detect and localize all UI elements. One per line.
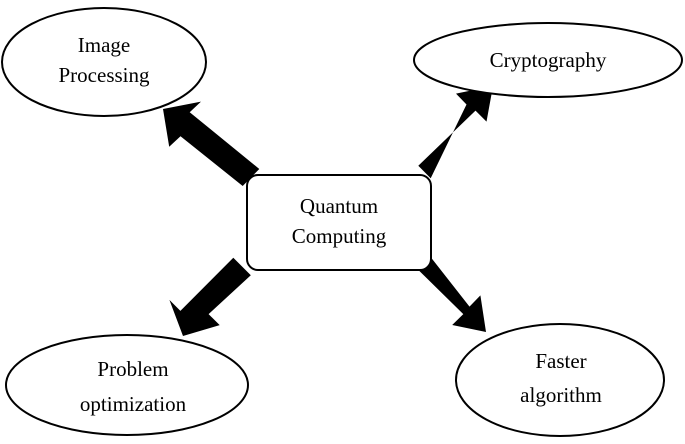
image-processing-label-line-1: Image [78, 33, 130, 57]
faster-algorithm-label-line-2: algorithm [520, 383, 602, 407]
problem-optimization-label-line-1: Problem [97, 357, 168, 381]
cryptography-label: Cryptography [490, 48, 607, 72]
node-cryptography: Cryptography [413, 22, 683, 98]
problem-optimization-label-line-2: optimization [80, 392, 187, 416]
center-label-line-2: Computing [292, 224, 387, 248]
faster-algorithm-label-line-1: Faster [535, 349, 586, 373]
node-image-processing: Image Processing [1, 7, 207, 117]
center-label-line-1: Quantum [300, 194, 378, 218]
arrows [163, 86, 493, 336]
node-faster-algorithm: Faster algorithm [455, 323, 665, 437]
arrow-to-image-processing [163, 101, 260, 186]
center-node: Quantum Computing [246, 174, 432, 271]
arrow-to-faster-algorithm [418, 257, 486, 332]
image-processing-label-line-2: Processing [59, 63, 150, 87]
arrow-to-cryptography [418, 86, 493, 179]
node-problem-optimization: Problem optimization [5, 334, 249, 436]
arrow-to-problem-optimization [169, 257, 251, 336]
